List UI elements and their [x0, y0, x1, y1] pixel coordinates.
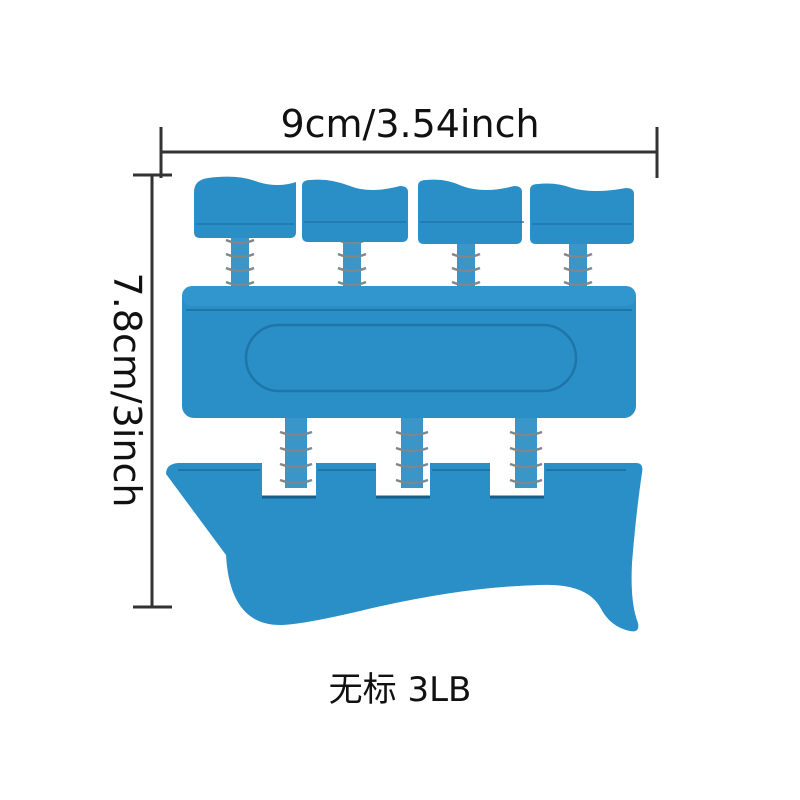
height-dimension-line	[133, 173, 172, 609]
product-caption: 无标 3LB	[328, 670, 472, 710]
finger-key	[302, 179, 408, 242]
width-dimension-label: 9cm/3.54inch	[280, 102, 540, 146]
spring	[337, 228, 367, 290]
spring	[509, 418, 543, 488]
recessed-panel	[244, 323, 578, 393]
bottom-springs	[279, 418, 543, 488]
spring	[395, 418, 429, 488]
spring	[279, 418, 313, 488]
finger-key	[418, 179, 522, 244]
finger-key	[530, 183, 634, 244]
spring	[225, 228, 255, 290]
middle-bar	[182, 286, 636, 418]
width-dimension-line	[159, 127, 659, 178]
finger-key	[194, 176, 296, 238]
palm-grip	[166, 463, 643, 632]
height-dimension-label: 7.8cm/3inch	[105, 272, 149, 508]
finger-keys	[194, 176, 634, 244]
